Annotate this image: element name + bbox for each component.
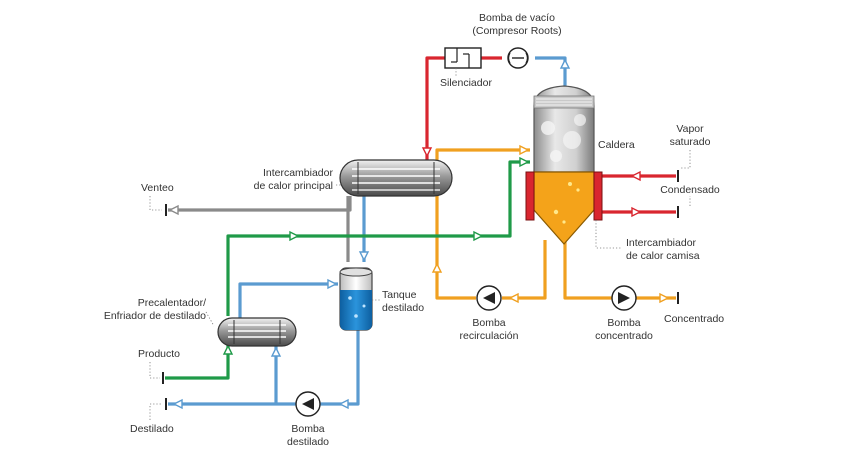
leader-preheater (205, 311, 215, 327)
arrow-blue-right (327, 278, 338, 290)
distillate-pump-label-2: destilado (287, 436, 329, 448)
silencer-icon (444, 47, 482, 69)
vent-label: Venteo (141, 182, 174, 194)
vapor-line-top (535, 56, 567, 86)
preheater-label-2: Enfriador de destilado (104, 310, 206, 322)
tank-to-pump-line (320, 330, 360, 406)
leader-distillate (149, 403, 162, 420)
arrow-steam-left (630, 170, 641, 182)
arrow-orange-up (431, 262, 443, 273)
concentrate-pump-icon (611, 285, 637, 311)
recirculation-line-2 (435, 148, 530, 300)
distillate-tank-icon (339, 267, 373, 331)
concentrate-line (563, 240, 612, 300)
arrow-gray-left (168, 204, 179, 216)
distillate-tank-label-2: destilado (382, 302, 424, 314)
arrow-vapor-down (421, 147, 433, 158)
preheater-label: Precalentador/ (138, 297, 206, 309)
recirculation-pump-label: Bomba (472, 317, 505, 329)
leader-steam (680, 150, 691, 169)
arrow-green-right (289, 230, 300, 242)
main-heat-exchanger-icon (339, 159, 453, 197)
arrow-vapor-up (559, 58, 571, 69)
arrow-orange-right-2 (659, 292, 670, 304)
arrow-blue-left-2 (172, 398, 183, 410)
recirculation-pump-label-2: recirculación (460, 330, 519, 342)
concentrate-pump-label: Bomba (607, 317, 640, 329)
concentrate-label: Concentrado (664, 313, 724, 325)
recirculation-line (502, 240, 547, 300)
arrow-orange-right (519, 144, 530, 156)
arrow-green-right-2 (473, 230, 484, 242)
product-line-2 (226, 160, 530, 316)
main-exchanger-label-2: de calor principal (254, 180, 333, 192)
leader-jacket (595, 220, 622, 249)
distillate-label: Destilado (130, 423, 174, 435)
vacuum-pump-label-2: (Compresor Roots) (472, 25, 561, 37)
arrow-blue-up (270, 346, 282, 357)
condensate-label: Condensado (660, 184, 720, 196)
vacuum-pump-label: Bomba de vacío (479, 12, 555, 24)
arrow-green-right-3 (519, 156, 530, 168)
arrow-blue-left (338, 398, 349, 410)
silencer-label: Silenciador (440, 77, 492, 89)
leader-vent (149, 196, 162, 211)
jacket-exchanger-label: Intercambiador (626, 237, 697, 249)
preheater-to-tank-line (238, 282, 338, 318)
vapor-line-red-down (425, 56, 445, 165)
leader-product (149, 362, 160, 379)
vent-line (168, 196, 352, 212)
distillate-pump-label: Bomba (291, 423, 324, 435)
concentrate-pump-label-2: concentrado (595, 330, 653, 342)
preheater-icon (217, 317, 297, 347)
boiler-vessel-icon (525, 85, 603, 245)
saturated-steam-label-2: saturado (670, 136, 711, 148)
distillate-tank-label: Tanque (382, 289, 417, 301)
vacuum-pump-icon (507, 47, 529, 69)
arrow-cond-right (631, 206, 642, 218)
recirculation-pump-icon (476, 285, 502, 311)
arrow-green-up (222, 344, 234, 355)
product-label: Producto (138, 348, 180, 360)
boiler-label: Caldera (598, 139, 635, 151)
jacket-exchanger-label-2: de calor camisa (626, 250, 700, 262)
arrow-orange-left (508, 292, 519, 304)
saturated-steam-label: Vapor (676, 123, 704, 135)
arrow-blue-down (358, 251, 370, 262)
distillate-pump-icon (295, 391, 321, 417)
main-exchanger-label: Intercambiador (263, 167, 334, 179)
